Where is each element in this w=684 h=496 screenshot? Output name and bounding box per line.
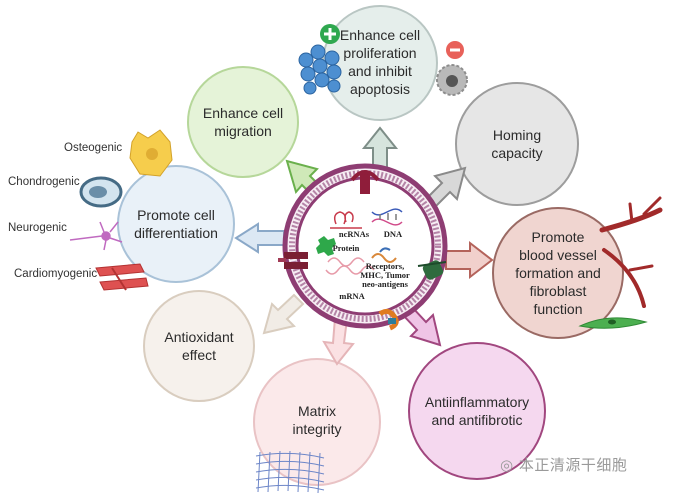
arrow-up-right: [425, 166, 467, 209]
minus-icon: [446, 41, 464, 59]
receptors-label: Receptors, MHC, Tumor neo-antigens: [360, 261, 410, 289]
dna-helix: [371, 208, 403, 226]
neuron-icon: [69, 221, 123, 251]
antiinflammatory-circle: [408, 342, 546, 480]
membrane-protein-left: [278, 252, 308, 269]
migration-label: Enhance cell migration: [202, 105, 284, 139]
membrane-receptor-top: [350, 170, 380, 194]
plus-icon: [320, 24, 340, 44]
antiinflammatory-label: Antiinflammatory and antifibrotic: [424, 394, 530, 428]
exosome-bilayer: [289, 170, 441, 322]
homing-label: Homing capacity: [491, 127, 543, 161]
mrna-label: mRNA: [339, 291, 365, 301]
mrna-strand: [325, 257, 375, 275]
blood-vessel-label: Promote blood vessel formation and fibro…: [515, 229, 601, 317]
matrix-label: Matrix integrity: [292, 403, 342, 437]
proliferation-label: Enhance cell proliferation and inhibit a…: [339, 27, 421, 97]
blood-vessel-icon: [599, 196, 663, 308]
apoptotic-cell: [436, 64, 468, 96]
membrane-protein-bottom: [378, 308, 399, 331]
ncrnas-label: ncRNAs: [338, 229, 370, 239]
arrow-left: [234, 222, 285, 254]
blood-vessel-circle: [492, 207, 624, 339]
ncrna-shape: [330, 211, 362, 229]
protein-label: Protein: [332, 243, 360, 253]
cardiomyogenic-label: Cardiomyogenic: [14, 268, 98, 280]
antioxidant-circle: [143, 290, 255, 402]
arrow-up: [361, 126, 399, 169]
neurogenic-label: Neurogenic: [8, 222, 67, 234]
osteocyte-icon: [129, 129, 173, 177]
chondrocyte-icon: [79, 176, 123, 208]
matrix-mesh: [255, 450, 325, 494]
differentiation-label: Promote cell differentiation: [134, 207, 218, 241]
arrow-right: [445, 240, 494, 280]
differentiation-circle: [117, 165, 235, 283]
homing-circle: [455, 82, 579, 206]
antioxidant-label: Antioxidant effect: [164, 329, 234, 363]
arrow-down-left: [262, 293, 305, 335]
fibroblast-icon: [578, 317, 648, 329]
watermark: ◎ 本正清源干细胞: [500, 456, 628, 474]
wechat-icon: ◎: [500, 456, 519, 474]
protein-shape: [316, 236, 336, 256]
osteogenic-label: Osteogenic: [64, 142, 123, 154]
receptor-cargo: [371, 247, 397, 263]
proliferating-cells: [298, 44, 342, 95]
cardiomyocyte-icon: [95, 263, 149, 291]
membrane-protein-right: [417, 260, 447, 280]
dna-label: DNA: [383, 229, 403, 239]
chondrogenic-label: Chondrogenic: [8, 176, 80, 188]
migration-circle: [187, 66, 299, 178]
